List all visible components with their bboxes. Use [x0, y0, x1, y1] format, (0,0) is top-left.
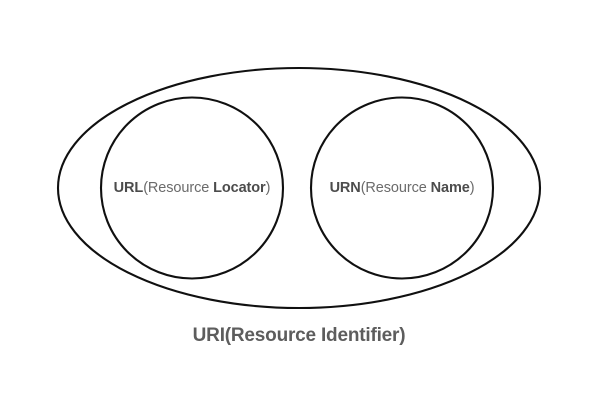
url-circle [99, 96, 285, 280]
urn-circle [309, 96, 495, 280]
uri-outer-ellipse [56, 66, 542, 310]
